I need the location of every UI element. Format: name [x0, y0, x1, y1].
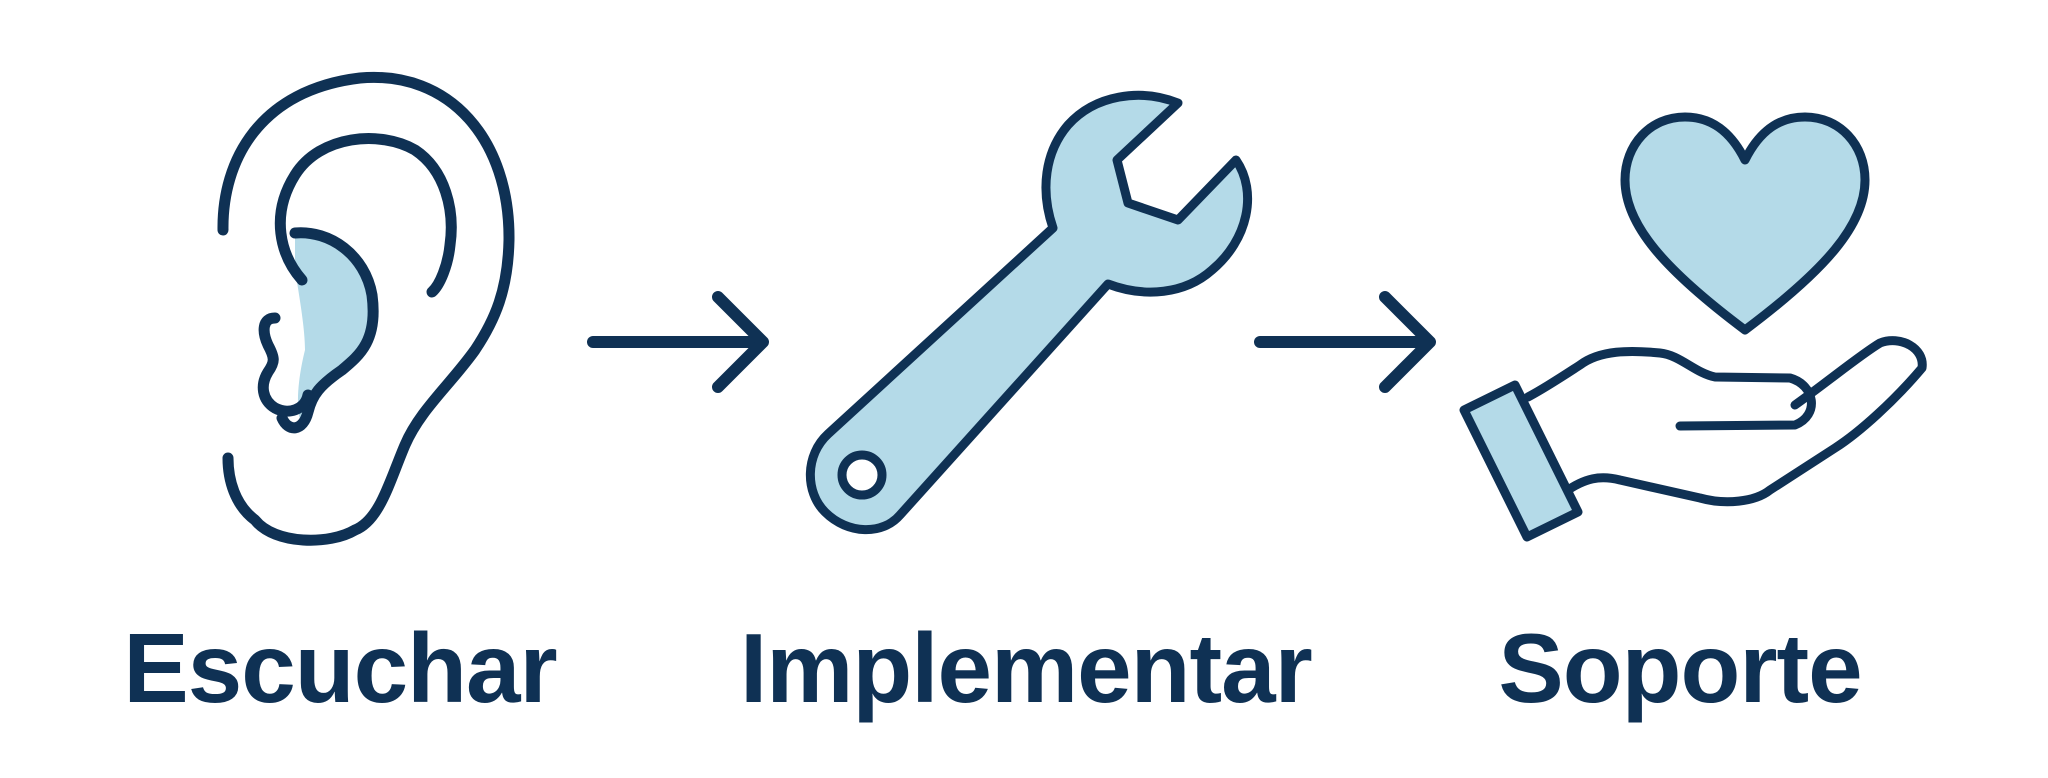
arrow-right-icon — [1254, 291, 1436, 393]
hand-heart-icon — [1459, 112, 1927, 542]
heart-shape — [1620, 112, 1870, 335]
step-label-implementar: Implementar — [740, 613, 1313, 723]
hand-cuff — [1459, 380, 1583, 542]
ear-concha-fill — [295, 233, 374, 427]
ear-antihelix — [274, 133, 457, 298]
wrench-body — [805, 90, 1253, 535]
ear-tragus — [257, 312, 314, 417]
step-label-escuchar: Escuchar — [123, 613, 557, 723]
wrench-icon — [805, 90, 1253, 535]
arrow-right-icon — [587, 291, 769, 393]
wrench-hole — [837, 450, 887, 500]
step-label-soporte: Soporte — [1498, 613, 1862, 723]
ear-outer-helix — [217, 71, 515, 546]
ear-concha-curve — [276, 227, 379, 434]
ear-icon — [217, 71, 515, 546]
hand-outline — [1523, 336, 1927, 507]
